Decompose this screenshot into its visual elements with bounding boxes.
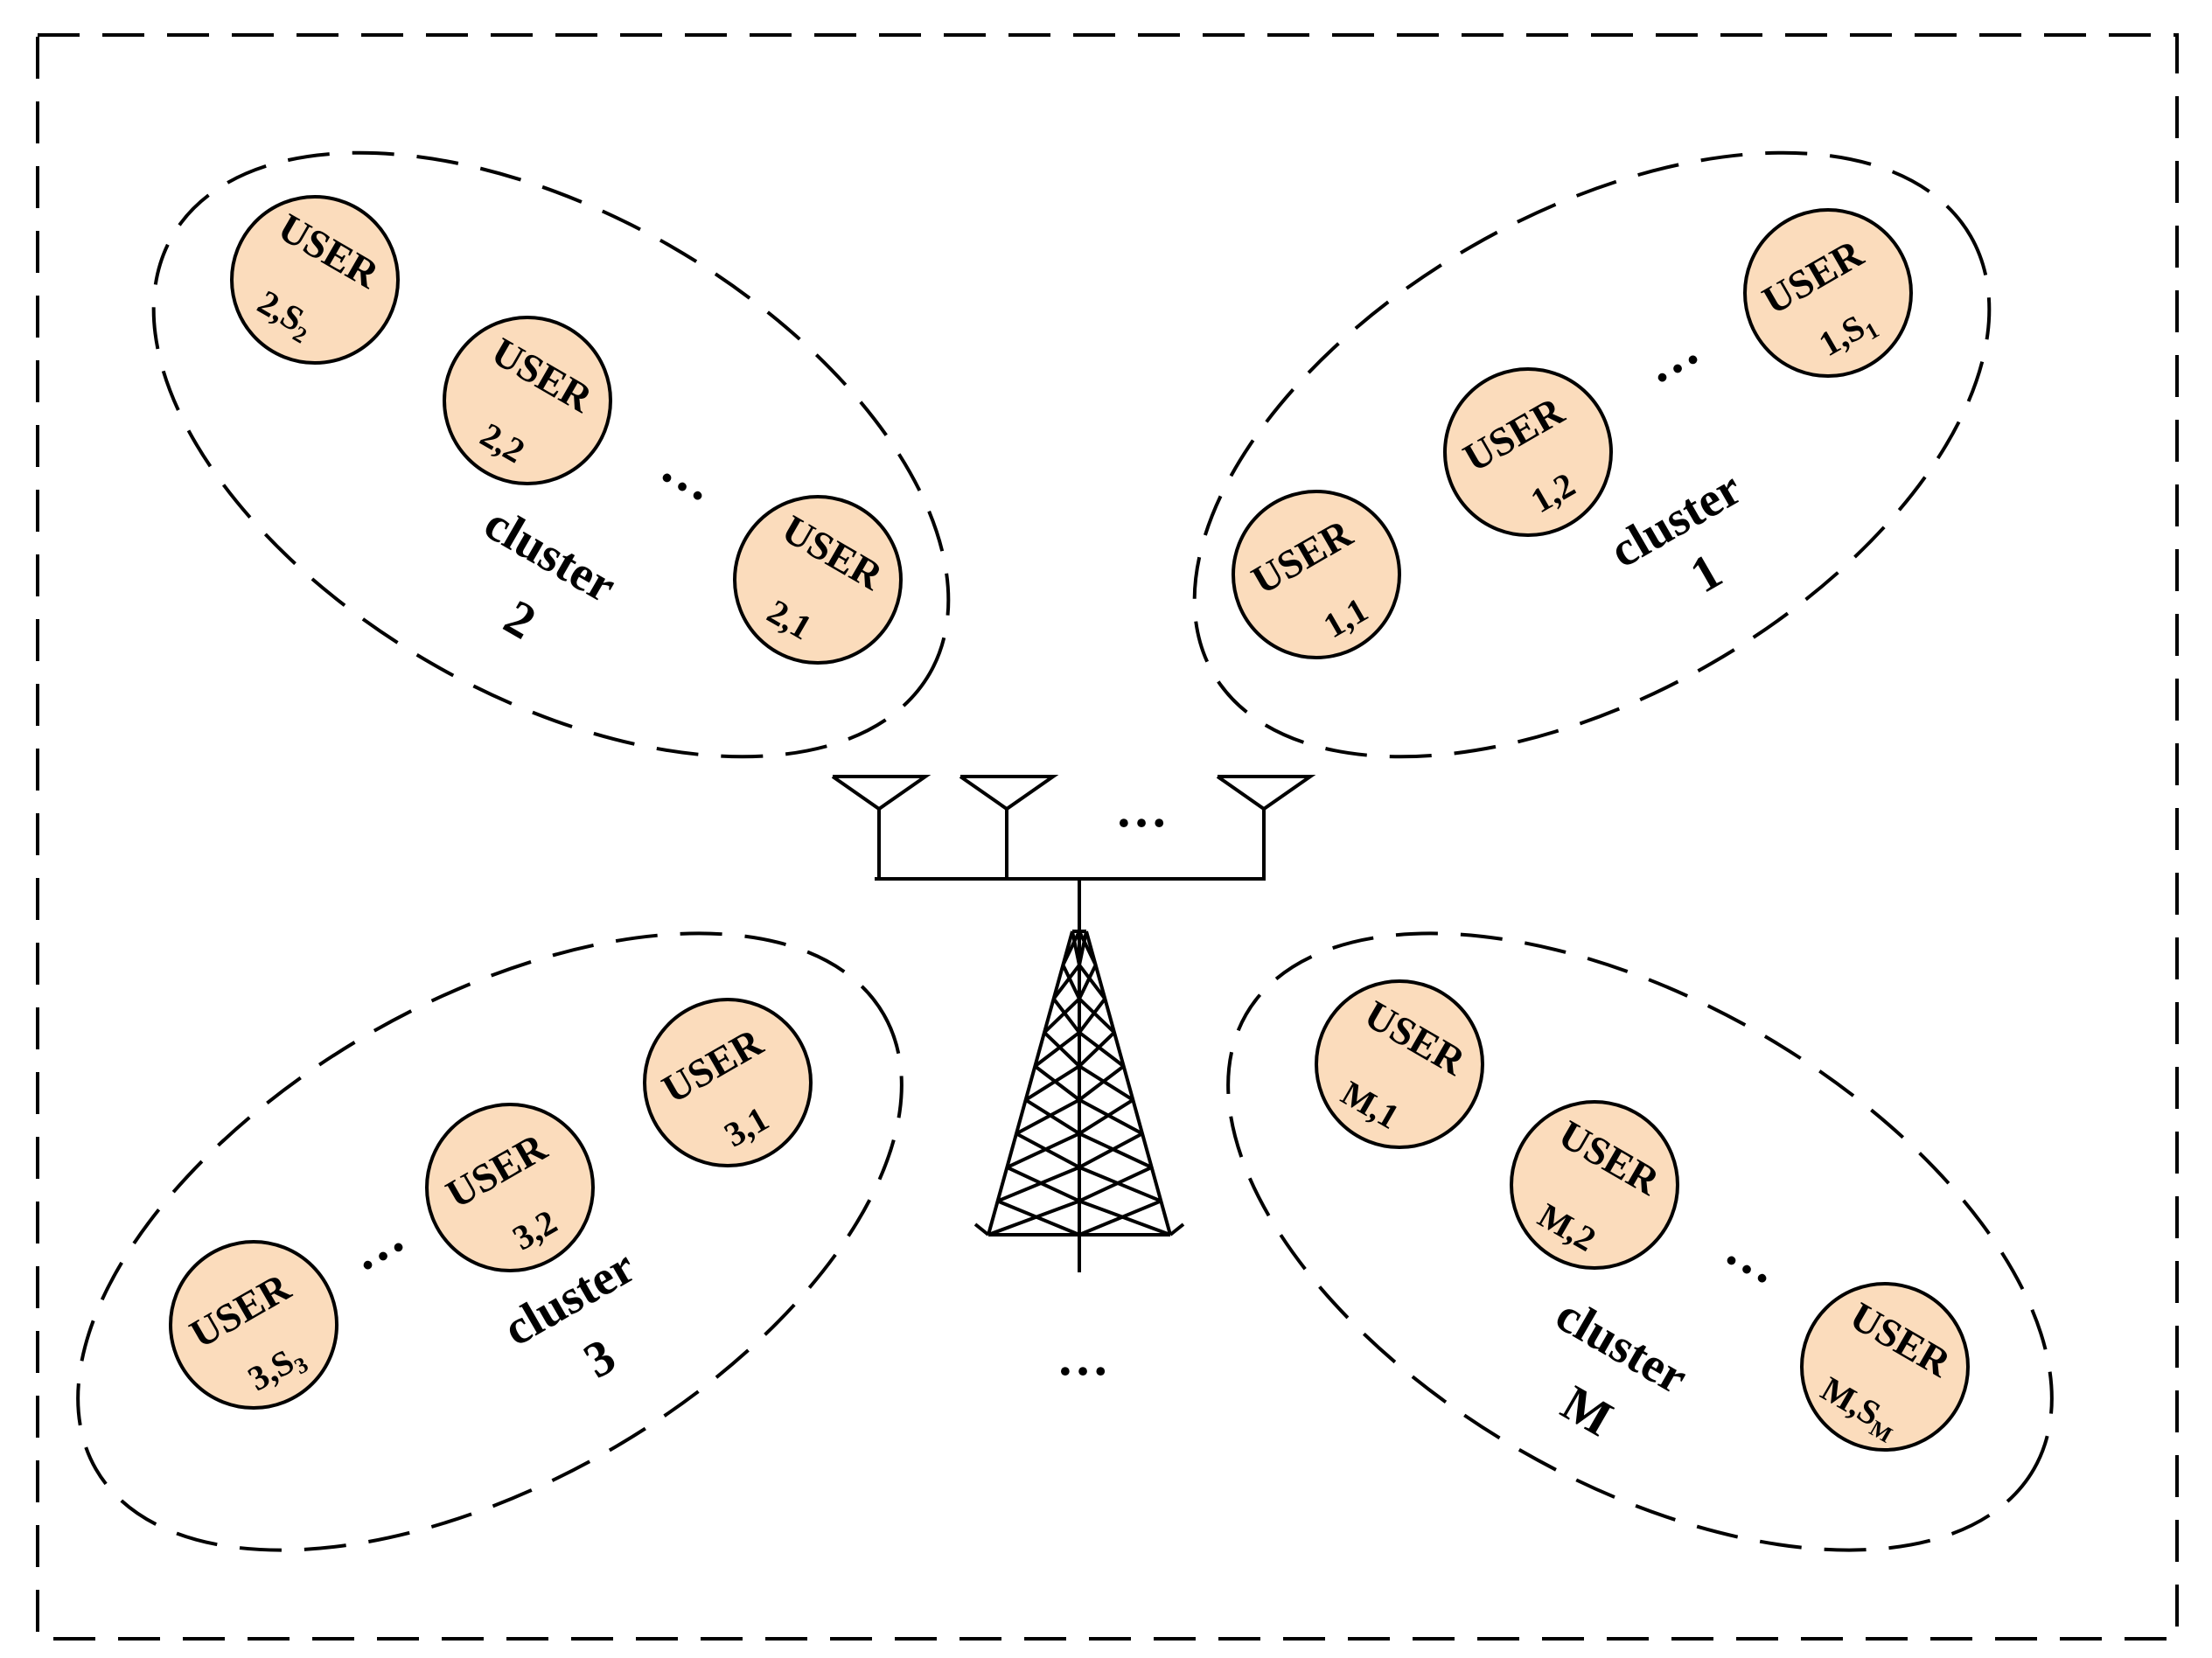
- base-station-tower-icon: [973, 929, 1185, 1272]
- tower-brace: [987, 1199, 1080, 1237]
- tower-brace: [1015, 1132, 1080, 1169]
- user-1-s1: USER 1,S1: [1743, 208, 1913, 378]
- tower-brace: [1043, 997, 1081, 1035]
- tower-brace: [1078, 1132, 1143, 1169]
- antenna-ellipsis: …: [1115, 780, 1168, 838]
- tower-brace: [1061, 964, 1081, 1000]
- tower-brace: [1006, 1132, 1080, 1169]
- antenna-n-icon: [1216, 775, 1316, 812]
- tower-brace: [1043, 1031, 1081, 1068]
- cluster-1-ellipsis: …: [1634, 318, 1708, 394]
- user-2-2: USER 2,2: [443, 316, 612, 485]
- user-1-2: USER 1,2: [1443, 367, 1613, 537]
- tower-brace: [1078, 930, 1088, 965]
- cluster-m-ellipse: [1226, 931, 2054, 1552]
- tower-brace: [1078, 1031, 1116, 1068]
- tower-brace: [1078, 1064, 1134, 1102]
- cluster-1-label: cluster: [1601, 461, 1750, 579]
- user-2-1: USER 2,1: [733, 495, 903, 665]
- tower-brace: [1078, 964, 1098, 1000]
- antenna-1-icon: [831, 775, 932, 812]
- cluster-2-label: cluster: [475, 496, 625, 614]
- user-3-2: USER 3,2: [425, 1103, 595, 1272]
- cluster-3-number: 3: [574, 1327, 625, 1390]
- tower-brace: [1034, 1031, 1081, 1068]
- user-3-1: USER 3,1: [643, 998, 813, 1167]
- tower-brace: [1078, 1199, 1171, 1237]
- tower-brace: [1024, 1098, 1081, 1136]
- tower-brace: [1071, 930, 1081, 965]
- tower-brace: [1078, 1132, 1153, 1169]
- cluster-m-ellipsis: …: [1717, 1219, 1791, 1295]
- tower-brace: [1015, 1098, 1080, 1136]
- tower-brace: [1078, 1166, 1153, 1203]
- tower-brace: [1024, 1064, 1081, 1102]
- tower-brace: [1078, 964, 1106, 1000]
- cluster-2-ellipsis: …: [652, 436, 727, 512]
- cluster-3-ellipse: [76, 931, 904, 1552]
- tower-brace: [1078, 997, 1106, 1034]
- tower-brace: [1078, 1064, 1125, 1102]
- cluster-2-ellipse: [151, 150, 951, 759]
- user-3-s3: USER 3,S3: [169, 1240, 338, 1410]
- bottom-ellipsis: …: [1057, 1328, 1109, 1386]
- antenna-2-icon: [959, 775, 1059, 812]
- cluster-1-number: 1: [1680, 542, 1731, 604]
- cluster-3-ellipsis: …: [339, 1206, 414, 1282]
- user-2-s2: USER 2,S2: [230, 195, 400, 365]
- cluster-1-ellipse: [1192, 150, 1992, 759]
- user-m-1: USER M,1: [1315, 979, 1484, 1149]
- tower-brace: [1078, 1098, 1143, 1136]
- user-m-2: USER M,2: [1510, 1100, 1679, 1270]
- outer-frame: [36, 33, 2179, 1641]
- tower-brace: [1078, 997, 1116, 1035]
- user-1-1: USER 1,1: [1232, 490, 1401, 659]
- tower-brace: [1078, 1166, 1162, 1203]
- tower-brace: [1061, 930, 1081, 966]
- tower-brace: [1078, 930, 1098, 966]
- tower-brace: [996, 1166, 1080, 1203]
- antenna-array: [831, 775, 1316, 944]
- cluster-2-number: 2: [495, 589, 546, 651]
- tower-brace: [1052, 964, 1081, 1000]
- tower-brace: [1052, 997, 1081, 1034]
- cluster-m-number: M: [1553, 1374, 1622, 1447]
- cluster-m-label: cluster: [1546, 1287, 1696, 1405]
- tower-brace: [1078, 1098, 1134, 1136]
- tower-brace: [1078, 1031, 1125, 1068]
- tower-brace: [1006, 1166, 1080, 1203]
- user-m-sm: USER M,SM: [1800, 1282, 1970, 1452]
- tower-brace: [1034, 1064, 1081, 1102]
